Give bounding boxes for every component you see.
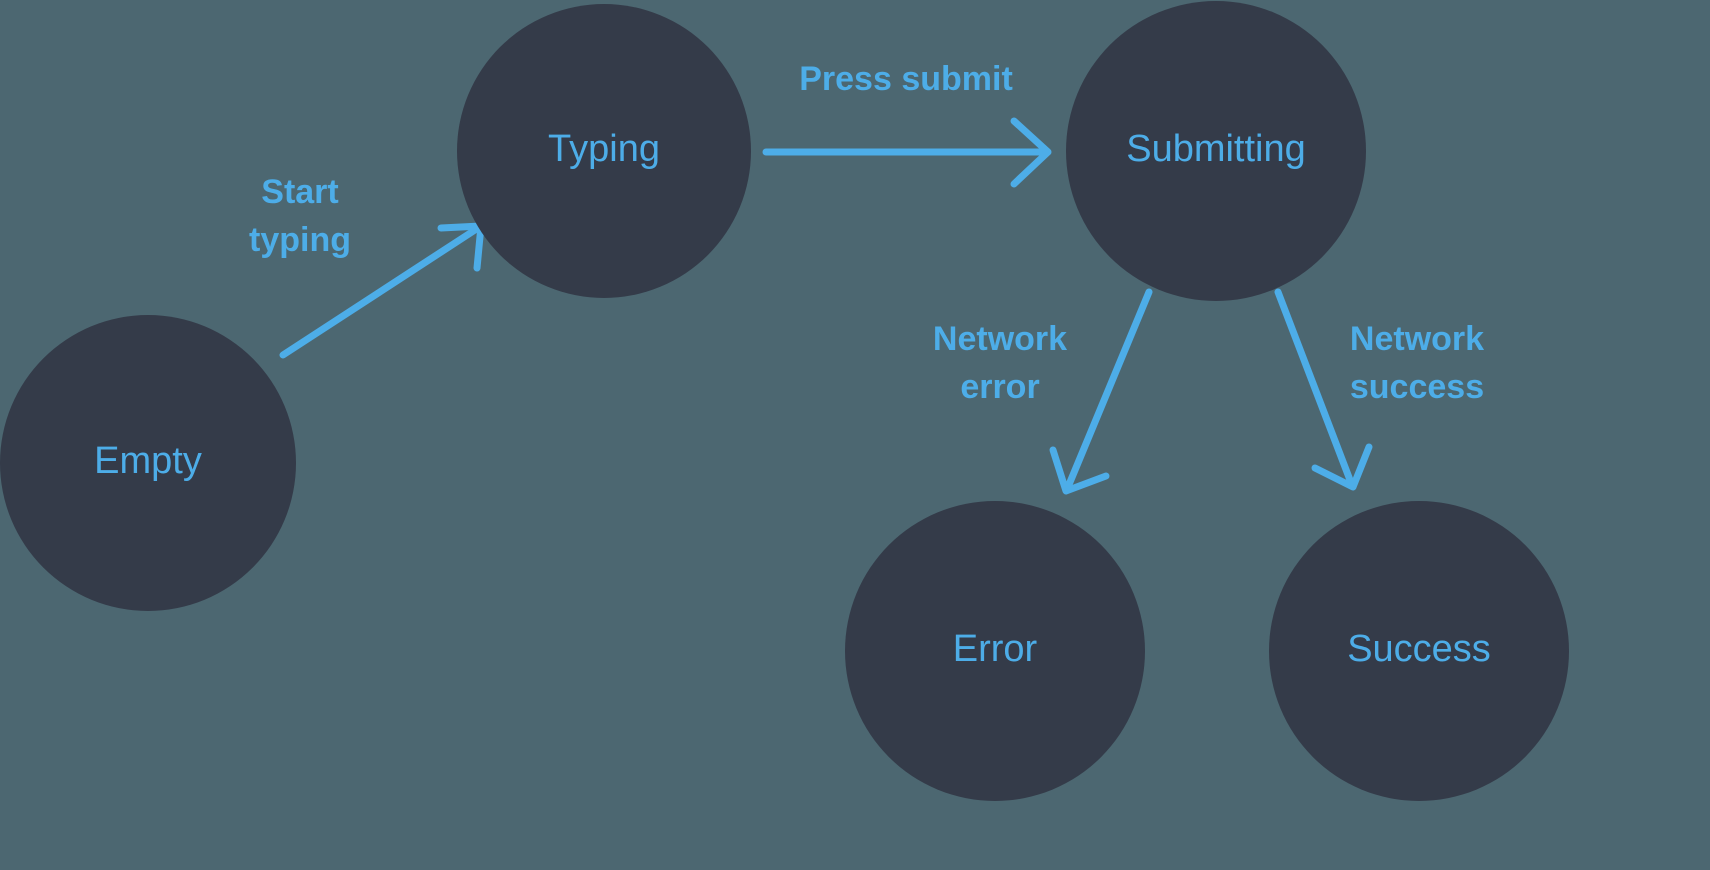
arrowhead-icon-press-submit bbox=[1010, 117, 1052, 188]
transition-label-line: Start bbox=[261, 173, 338, 211]
transition-line-start-typing bbox=[279, 224, 482, 359]
state-node-circle-error[interactable] bbox=[845, 501, 1145, 801]
transition-label-press-submit: Press submit bbox=[799, 60, 1013, 98]
transition-label-network-success: Network success bbox=[1350, 320, 1484, 406]
transition-line-network-error bbox=[1064, 288, 1153, 491]
arrowhead-icon-network-error bbox=[1049, 446, 1110, 495]
transition-label-line: error bbox=[960, 368, 1039, 406]
transition-label-line: success bbox=[1350, 368, 1484, 406]
state-node-label-success: Success bbox=[1347, 628, 1491, 670]
state-node-label-empty: Empty bbox=[94, 440, 202, 482]
transition-label-line: Network bbox=[933, 320, 1067, 358]
state-node-label-submitting: Submitting bbox=[1126, 128, 1306, 170]
transition-label-line: Network bbox=[1350, 320, 1484, 358]
arrowhead-icon-network-success bbox=[1311, 443, 1373, 491]
transition-label-network-error: Network error bbox=[933, 320, 1067, 406]
state-node-typing[interactable]: Typing bbox=[457, 4, 751, 298]
transition-label-line: typing bbox=[249, 221, 351, 259]
transition-line-network-success bbox=[1274, 288, 1354, 484]
state-node-submitting[interactable]: Submitting bbox=[1066, 1, 1366, 301]
transition-label-line: Press submit bbox=[799, 60, 1013, 98]
state-node-circle-typing[interactable] bbox=[457, 4, 751, 298]
state-node-circle-success[interactable] bbox=[1269, 501, 1569, 801]
state-node-label-typing: Typing bbox=[548, 128, 660, 170]
transitions-layer bbox=[279, 117, 1373, 495]
transition-press-submit bbox=[762, 117, 1052, 188]
state-node-circle-submitting[interactable] bbox=[1066, 1, 1366, 301]
state-node-empty[interactable]: Empty bbox=[0, 315, 296, 611]
transition-label-start-typing: Start typing bbox=[249, 173, 351, 259]
state-node-circle-empty[interactable] bbox=[0, 315, 296, 611]
state-node-label-error: Error bbox=[953, 628, 1038, 670]
transition-network-success bbox=[1274, 288, 1373, 491]
transition-network-error bbox=[1049, 288, 1153, 495]
state-node-success[interactable]: Success bbox=[1269, 501, 1569, 801]
state-node-error[interactable]: Error bbox=[845, 501, 1145, 801]
